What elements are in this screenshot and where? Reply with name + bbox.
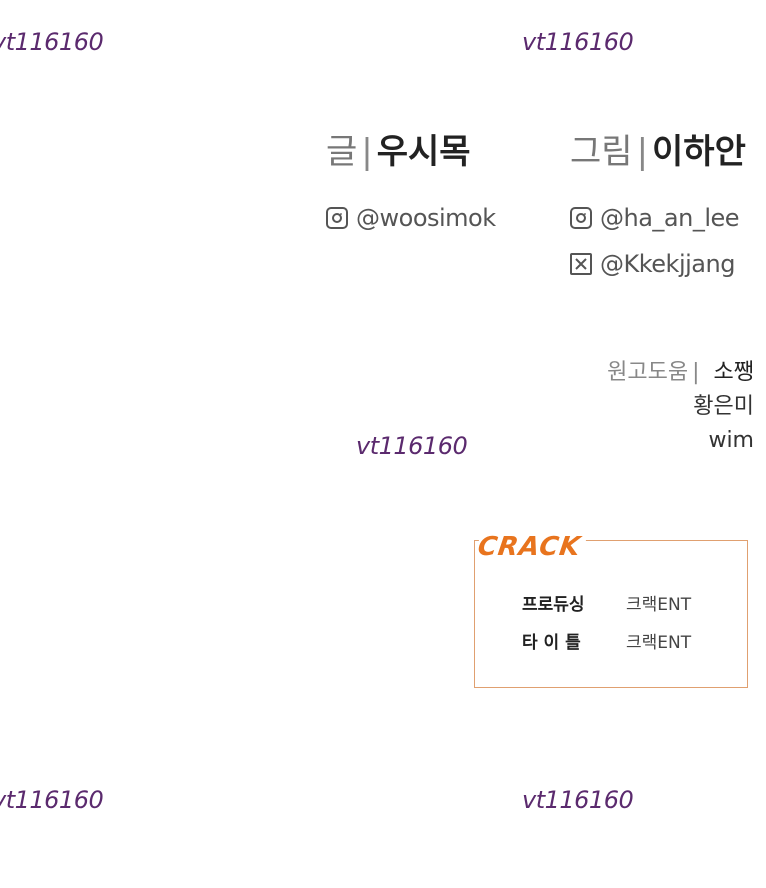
artist-x-text: @Kkekjjang	[600, 250, 735, 278]
writer-instagram-handle: @woosimok	[326, 204, 496, 232]
artist-role: 그림	[570, 132, 633, 172]
artist-instagram-text: @ha_an_lee	[600, 204, 740, 232]
production-label: 타 이 틀	[522, 633, 581, 653]
production-box	[474, 540, 748, 688]
production-row-title: 타 이 틀 크랙ENT	[522, 628, 691, 653]
watermark-top-right: vt116160	[522, 28, 634, 56]
watermark-middle: vt116160	[356, 432, 468, 460]
watermark-top-left: vt116160	[0, 28, 104, 56]
instagram-icon	[570, 207, 592, 229]
production-value: 크랙ENT	[626, 633, 692, 653]
production-row-producing: 프로듀싱 크랙ENT	[522, 590, 691, 615]
artist-instagram-handle: @ha_an_lee	[570, 204, 740, 232]
watermark-bottom-left: vt116160	[0, 786, 104, 814]
writer-instagram-text: @woosimok	[356, 204, 496, 232]
assistant-name-2: 황은미	[693, 394, 754, 419]
artist-credit: 그림|이하안	[570, 124, 746, 173]
production-value: 크랙ENT	[626, 595, 692, 615]
instagram-icon	[326, 207, 348, 229]
writer-role: 글	[326, 132, 358, 172]
assistant-first-line: 원고도움| 소쨍	[607, 356, 754, 390]
writer-separator: |	[361, 132, 373, 172]
x-twitter-icon	[570, 253, 592, 275]
writer-name: 우시목	[376, 132, 471, 172]
assistant-separator: |	[692, 360, 700, 385]
artist-name: 이하안	[652, 132, 746, 172]
writer-credit: 글|우시목	[326, 124, 471, 173]
production-label: 프로듀싱	[522, 595, 585, 615]
assistant-name-1: 소쨍	[713, 360, 754, 385]
assistant-role: 원고도움	[607, 360, 689, 385]
assistant-credits: 원고도움| 소쨍 황은미 wim	[607, 356, 754, 458]
artist-separator: |	[636, 132, 649, 172]
artist-x-handle: @Kkekjjang	[570, 250, 735, 278]
assistant-name-3: wim	[708, 428, 754, 453]
crack-logo: CRACK	[475, 532, 587, 562]
watermark-bottom-right: vt116160	[522, 786, 634, 814]
